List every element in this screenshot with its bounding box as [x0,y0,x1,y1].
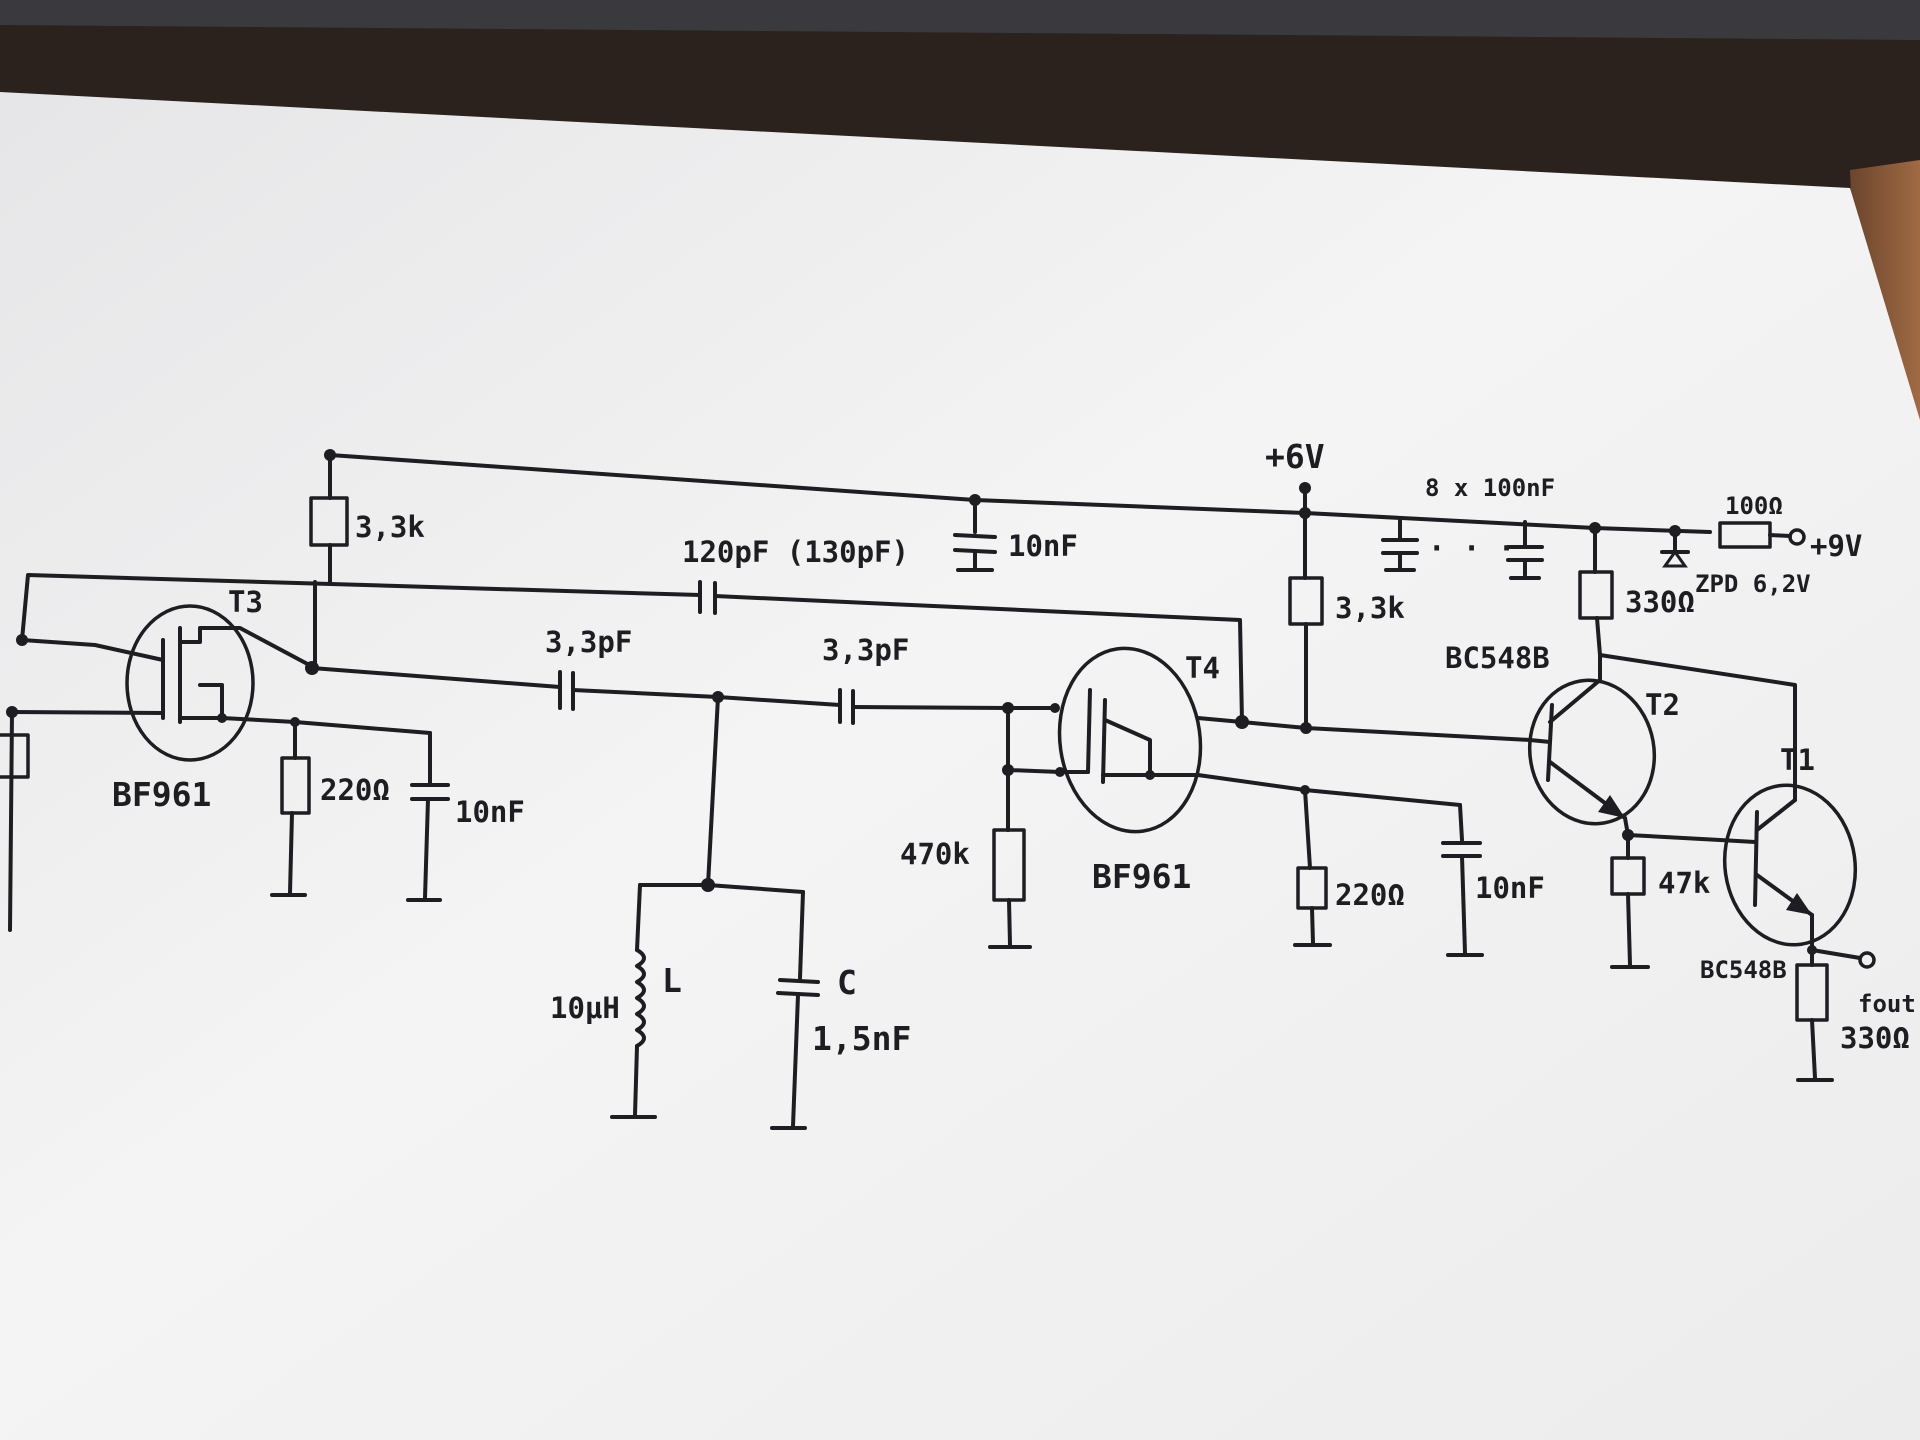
t3-source-cap-label: 10nF [455,795,525,829]
junction-dot [1002,764,1014,776]
t3-mosfet [125,604,432,762]
supply-rail-label: +6V [1265,437,1325,476]
t2-to-t1-line [1598,653,1797,802]
left-edge-component [0,733,30,779]
t2-to-t1-base [1626,833,1757,844]
paper-sheet [0,92,1920,1440]
t4-name-label: T4 [1185,651,1220,685]
t3-drain-resistor-label: 3,3k [355,510,425,544]
t1-emitter-resistor-label: 330Ω [1840,1021,1910,1055]
t2-part-label: BC548B [1445,641,1550,675]
junction-dot [1235,715,1249,729]
rail-decoupling-cap [953,498,997,572]
t4-gate-resistor-label: 470k [900,837,970,871]
t4-gate-network [988,706,1090,949]
junction-dot [16,634,28,646]
t4-mosfet [1057,646,1203,834]
junction-dot [1807,945,1817,955]
supply-input-label: +9V [1810,529,1862,563]
feedback-line [20,573,1244,724]
junction-dot [217,713,227,723]
junction-dot [1055,767,1065,777]
tank-cap-name-label: C [837,963,857,1002]
zener-diode [1660,529,1690,568]
supply-input-terminal[interactable] [1788,528,1806,546]
junction-dot [6,706,18,718]
t2-collector-wire [1595,616,1602,657]
t2-name-label: T2 [1645,688,1680,722]
t4-source-cap-label: 10nF [1475,871,1545,905]
tank-cap-value-label: 1,5nF [812,1019,911,1058]
junction-dot [1145,770,1155,780]
junction-dot [701,878,715,892]
supply-input-wire [1768,533,1792,538]
coupling-cap-left-label: 3,3pF [545,625,632,659]
top-shadow [0,0,1920,40]
rail-cap-label: 10nF [1008,529,1078,563]
t3-gate2-wire [10,710,165,715]
junction-dot [324,449,336,461]
inductor-name-label: L [662,961,682,1000]
inductor-value-label: 10µH [550,991,620,1025]
output-label: fout [1858,990,1916,1018]
t3-source-network [270,720,450,902]
cap-bank [1381,516,1544,580]
t1-part-label: BC548B [1700,956,1787,984]
cap-bank-dots: · · · [1428,531,1515,565]
t1-transistor [1722,783,1858,952]
t3-name-label: T3 [228,585,263,619]
feedback-cap-label: 120pF (130pF) [682,535,909,569]
t3-drain-resistor [309,496,349,547]
t3-gate-wire [20,638,165,662]
t4-drain-resistor-label: 3,3k [1335,591,1405,625]
t2-collector-resistor-label: 330Ω [1625,585,1695,619]
t1-name-label: T1 [1780,743,1815,777]
lc-tank [610,695,820,1130]
left-edge-wire [8,710,14,932]
junction-dot [1002,702,1014,714]
coupling-cap-right-label: 3,3pF [822,633,909,667]
t3-source-resistor-label: 220Ω [320,773,390,807]
series-resistor-label: 100Ω [1725,492,1783,520]
t4-part-label: BF961 [1092,857,1191,896]
cap-bank-label: 8 x 100nF [1425,474,1555,502]
output-terminal[interactable] [1858,951,1876,969]
t4-source-resistor-label: 220Ω [1335,878,1405,912]
t2-emitter-resistor-label: 47k [1658,866,1710,900]
t4-drain-line [1196,716,1532,742]
t3-part-label: BF961 [112,775,211,814]
junction-dot [1300,785,1310,795]
junction-dot [1050,703,1060,713]
zener-label: ZPD 6,2V [1695,570,1811,598]
